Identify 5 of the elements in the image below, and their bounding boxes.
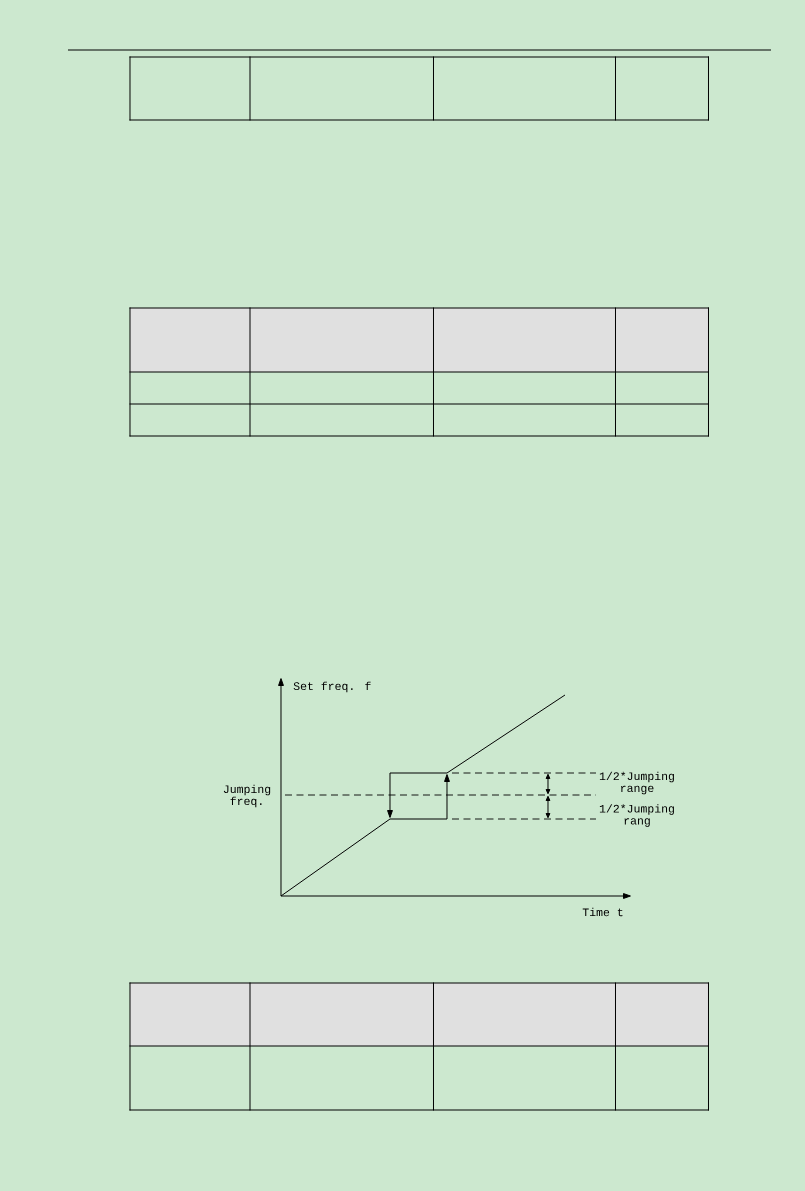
level-label: Jumping freq. [223, 784, 271, 808]
dimension-label: 1/2*Jumping range [599, 771, 674, 795]
dimension-label: 1/2*Jumping rang [599, 804, 674, 827]
axis-label: Time t [582, 907, 623, 917]
axis-label: Set freq. f [293, 681, 371, 693]
